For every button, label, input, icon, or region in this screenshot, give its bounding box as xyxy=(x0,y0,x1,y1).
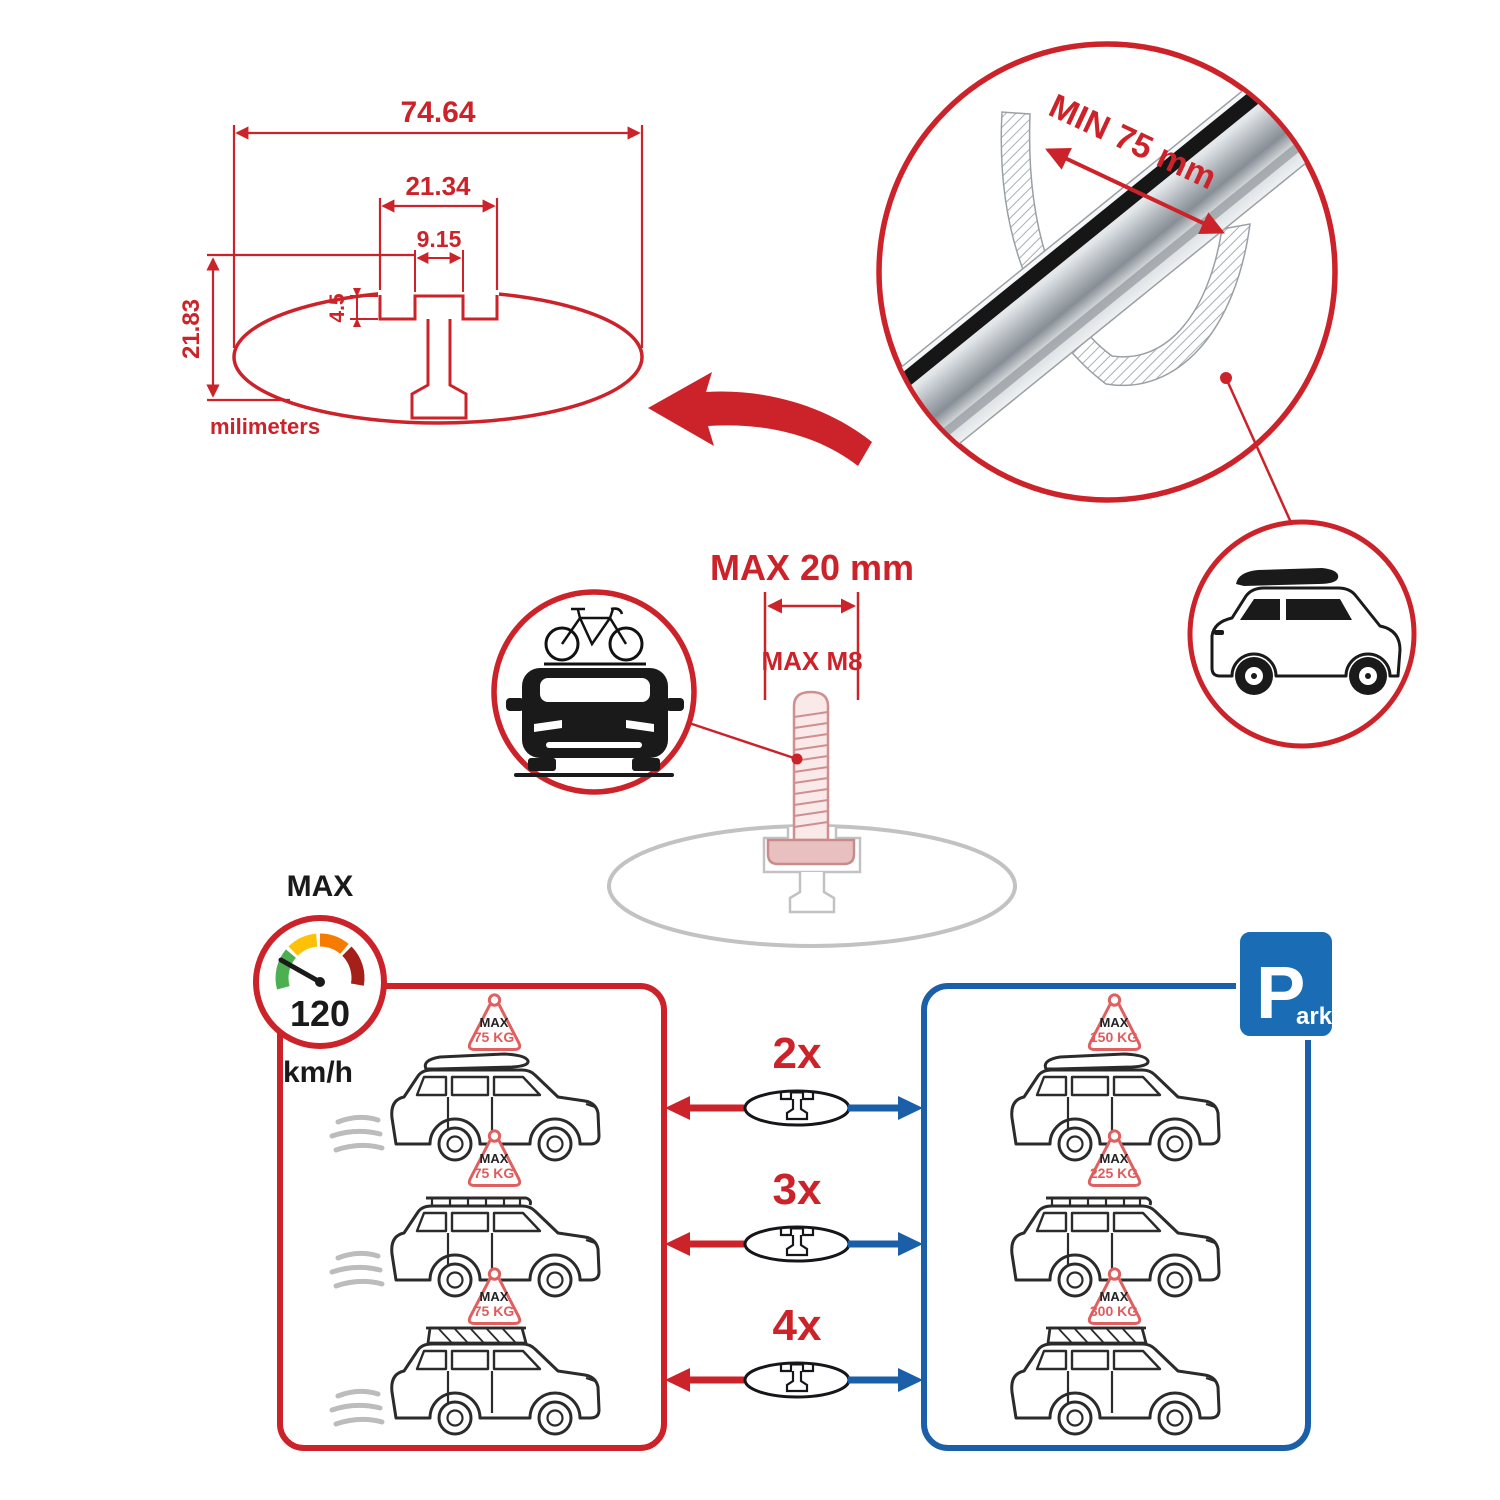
roof-cargo-box xyxy=(1236,568,1339,586)
ground-line xyxy=(514,773,674,777)
dim-21-extension-lines xyxy=(378,198,499,290)
roof-basket-icon xyxy=(424,1326,528,1345)
park-sign: P ark xyxy=(1236,928,1336,1040)
speed-limit-badge: MAX 120 km/h xyxy=(253,870,387,1089)
arrow-to-parked-head xyxy=(898,1096,923,1120)
suv-windows xyxy=(1240,599,1352,620)
bolt-threads xyxy=(793,711,829,828)
bicycle-icon xyxy=(544,607,644,662)
load-sign-value: 75 KG xyxy=(474,1029,515,1045)
load-sign-max: MAX xyxy=(1100,1015,1129,1030)
bolt-max-width-label: MAX 20 mm xyxy=(710,547,914,588)
load-sign-value: 150 KG xyxy=(1090,1029,1138,1045)
connector-to-bolt xyxy=(688,721,798,761)
car-windshield xyxy=(540,678,650,702)
load-sign-value: 75 KG xyxy=(474,1303,515,1319)
technical-drawing: 74.64 21.34 9.15 4.5 21.83 milimeters xyxy=(178,96,644,439)
bolt-max-thread-label: MAX M8 xyxy=(761,646,862,676)
car-headlight-right xyxy=(626,720,654,732)
gauge-needle xyxy=(278,957,323,985)
bolt-point-dot xyxy=(791,753,803,765)
dim-slot-depth: 4.5 xyxy=(326,293,349,323)
dim-45-arrow-bottom xyxy=(353,318,361,327)
car-mirror-right xyxy=(666,698,684,711)
dim-45-arrow-top xyxy=(353,288,361,297)
car-headlight-left xyxy=(534,720,562,732)
park-sign-letter: P xyxy=(1256,951,1305,1034)
units-label: milimeters xyxy=(210,414,320,439)
dim-height-extension-lines xyxy=(207,253,415,402)
car-front-icon xyxy=(506,668,684,777)
dim-slot-outer-width: 21.34 xyxy=(405,171,471,201)
arrow-to-parked-head xyxy=(898,1368,923,1392)
roof-box-icon xyxy=(423,1052,530,1071)
slot-mask xyxy=(378,284,499,316)
bar-count-label: 2x xyxy=(773,1029,822,1078)
speedometer-gauge-icon xyxy=(275,933,365,990)
roof-basket-icon xyxy=(1044,1326,1148,1345)
load-sign-max: MAX xyxy=(1100,1151,1129,1166)
park-sign-suffix: ark xyxy=(1296,1003,1333,1030)
car-mirror-left xyxy=(506,698,524,711)
load-sign-value: 225 KG xyxy=(1090,1165,1138,1181)
car-bumper xyxy=(546,742,642,748)
pointer-arrow-to-drawing xyxy=(648,372,872,466)
crossbar-icon xyxy=(743,1089,851,1127)
load-sign-max: MAX xyxy=(1100,1289,1129,1304)
crossbar-icon xyxy=(743,1225,851,1263)
t-slot-profile xyxy=(378,294,499,321)
dim-slot-inner-width: 9.15 xyxy=(417,226,462,252)
bar-quantity-rows: 2x 3x 4x xyxy=(665,1029,923,1399)
t-bolt-stem-profile xyxy=(410,319,468,420)
arrow-to-parked-head xyxy=(898,1232,923,1256)
crossbar-icon xyxy=(743,1361,851,1399)
speed-max-label: MAX xyxy=(287,870,354,903)
load-sign-value: 75 KG xyxy=(474,1165,515,1181)
suv-roofbox-circle xyxy=(1187,519,1417,749)
dim-45-extension-lines xyxy=(350,295,378,320)
load-sign-value: 300 KG xyxy=(1090,1303,1138,1319)
connector-to-suv-circle xyxy=(1224,377,1295,528)
bolt-dim-extension-lines xyxy=(763,592,860,700)
roof-box-icon xyxy=(1043,1052,1150,1071)
gray-stem-profile xyxy=(788,872,836,914)
arrow-to-driving-head xyxy=(665,1096,690,1120)
load-sign-max: MAX xyxy=(480,1289,509,1304)
min-clearance-arrow xyxy=(1045,148,1225,234)
dim-width-total: 74.64 xyxy=(400,96,475,129)
load-sign-max: MAX xyxy=(480,1151,509,1166)
dim-height-total: 21.83 xyxy=(178,299,205,359)
dim-74-extension-lines xyxy=(232,125,644,348)
arrow-to-driving-head xyxy=(665,1368,690,1392)
bar-detail-circle: MIN 75 mm xyxy=(876,41,1338,528)
suv-headlight xyxy=(1214,630,1224,635)
driving-panel: MAX 75 KG MAX 75 KG MAX 75 KG xyxy=(277,983,667,1451)
bar-count-label: 4x xyxy=(773,1301,822,1350)
bolt-t-head xyxy=(766,838,856,866)
bar-count-label: 3x xyxy=(773,1165,822,1214)
arrow-to-driving-head xyxy=(665,1232,690,1256)
load-sign-max: MAX xyxy=(480,1015,509,1030)
speed-units: km/h xyxy=(283,1056,353,1089)
speed-value: 120 xyxy=(290,993,350,1034)
bolt-diagram: MAX 20 mm MAX M8 xyxy=(491,547,1017,948)
dim-9-extension-lines xyxy=(414,250,464,292)
parked-panel: MAX 150 KG MAX 225 KG MAX 300 KG P ark xyxy=(921,928,1336,1451)
